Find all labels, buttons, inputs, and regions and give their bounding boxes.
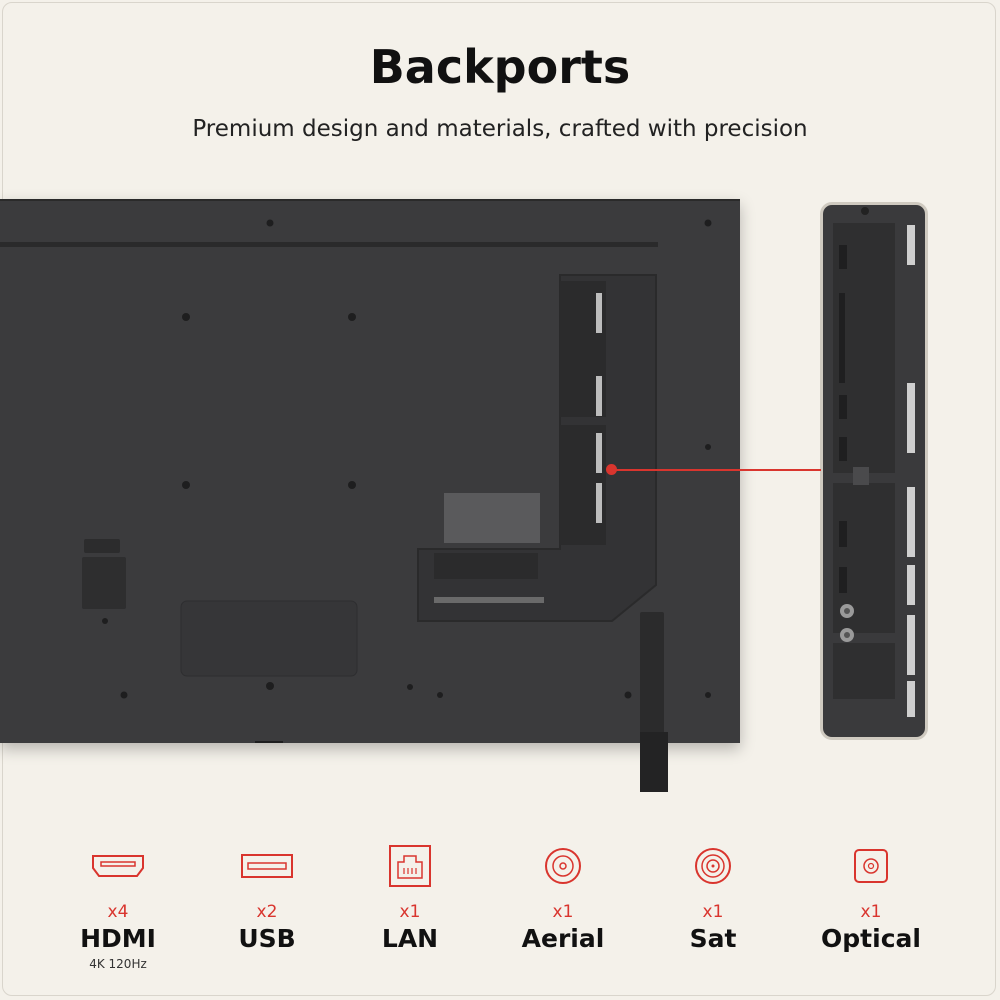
spec-name: Optical [821, 924, 921, 953]
port-panel-zoom [820, 202, 928, 740]
callout-line [611, 469, 821, 471]
tv-back-details [82, 219, 712, 745]
spec-count: x1 [860, 902, 882, 922]
spec-name: Sat [689, 924, 737, 953]
spec-count: x1 [702, 902, 724, 922]
spec-count: x1 [399, 902, 421, 922]
callout-dot [606, 464, 617, 475]
spec-name: USB [238, 924, 296, 953]
spec-count: x4 [107, 902, 129, 922]
hdmi-icon [43, 840, 193, 892]
spec-hdmi: x4 HDMI 4K 120Hz [43, 840, 193, 971]
spec-usb: x2 USB [192, 840, 342, 953]
spec-lan: x1 LAN [335, 840, 485, 953]
spec-detail: 4K 120Hz [89, 957, 147, 971]
spec-optical: x1 Optical [796, 840, 946, 953]
spec-aerial: x1 Aerial [488, 840, 638, 953]
spec-sat: x1 Sat [638, 840, 788, 953]
spec-name: HDMI [80, 924, 156, 953]
usb-icon [192, 840, 342, 892]
sat-icon [638, 840, 788, 892]
page-title: Backports [369, 40, 631, 94]
port-spec-list: x4 HDMI 4K 120Hz x2 USB x1 LAN x1 Aerial… [0, 840, 1000, 990]
tv-top-rail [0, 242, 658, 247]
tv-stand-foot [640, 732, 668, 792]
spec-name: LAN [381, 924, 439, 953]
page-subtitle: Premium design and materials, crafted wi… [192, 116, 808, 142]
spec-count: x1 [552, 902, 574, 922]
spec-name: Aerial [521, 924, 605, 953]
spec-count: x2 [256, 902, 278, 922]
optical-icon [796, 840, 946, 892]
lan-icon [335, 840, 485, 892]
aerial-icon [488, 840, 638, 892]
port-panel-details [833, 207, 915, 717]
tv-back-image [0, 199, 740, 745]
